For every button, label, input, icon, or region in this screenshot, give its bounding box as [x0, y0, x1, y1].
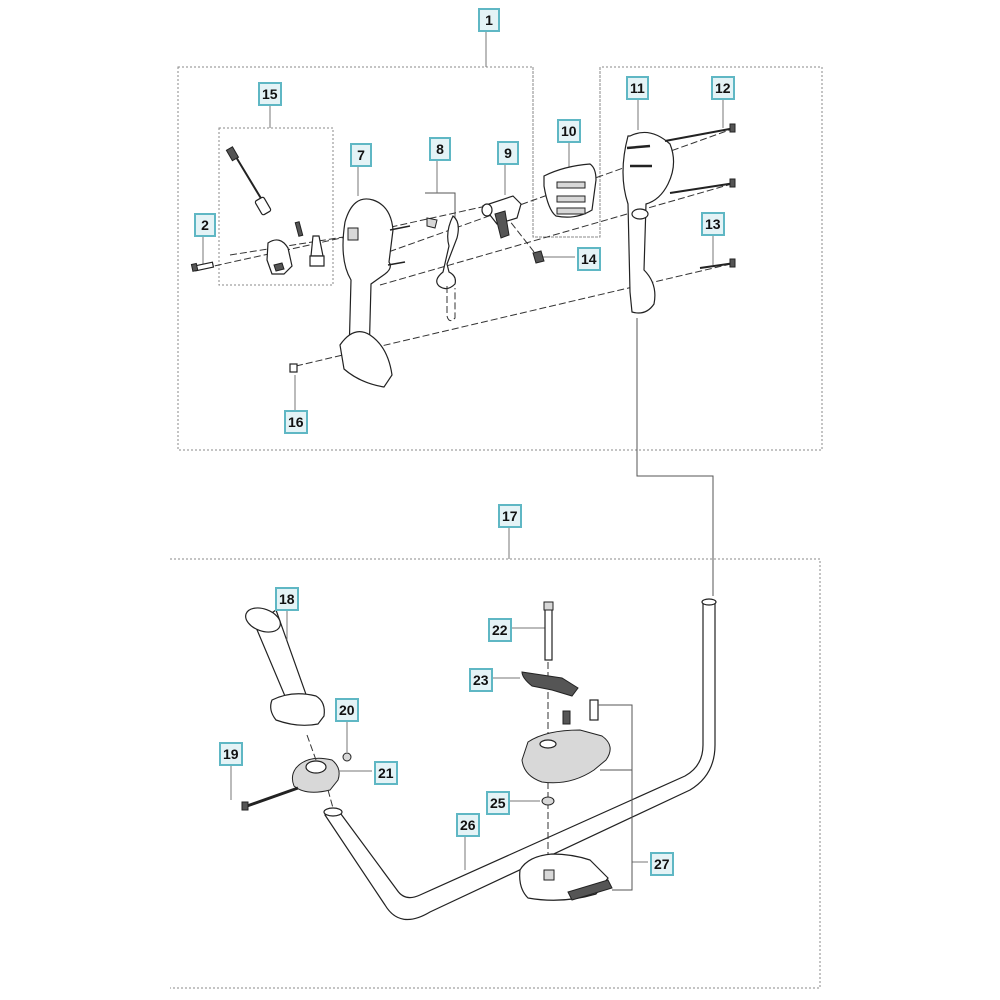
part-23-knob [521, 671, 579, 697]
callout-16[interactable]: 16 [284, 410, 308, 434]
part-27-bracket-bottom [519, 853, 613, 901]
callout-1[interactable]: 1 [478, 8, 500, 32]
part-12-screws [664, 123, 736, 194]
callout-25[interactable]: 25 [486, 791, 510, 815]
callout-14[interactable]: 14 [577, 247, 601, 271]
part-25-washer [541, 796, 555, 806]
sub-assembly-10-frame [532, 67, 601, 238]
callout-12[interactable]: 12 [711, 76, 735, 100]
part-16-nut [289, 363, 298, 373]
callout-19[interactable]: 19 [219, 742, 243, 766]
part-8-throttle-trigger [426, 215, 459, 322]
connector-line [636, 318, 714, 596]
callout-21[interactable]: 21 [374, 761, 398, 785]
callout-2[interactable]: 2 [194, 213, 216, 237]
callout-7[interactable]: 7 [350, 143, 372, 167]
callout-10[interactable]: 10 [557, 119, 581, 143]
callout-17[interactable]: 17 [498, 504, 522, 528]
callout-27[interactable]: 27 [650, 852, 674, 876]
part-9-throttle-lockout [481, 195, 522, 239]
part-11-handle-half-right [622, 131, 675, 314]
callout-22[interactable]: 22 [488, 618, 512, 642]
leader-lines-lower [230, 608, 648, 870]
part-2-screw [190, 261, 215, 272]
part-22-screw [543, 601, 554, 661]
part-21-clamp [291, 757, 340, 793]
part-19-screw [241, 786, 299, 811]
part-10-stop-switch-cover [543, 163, 597, 218]
callout-8[interactable]: 8 [429, 137, 451, 161]
callout-23[interactable]: 23 [469, 668, 493, 692]
assembly-17-frame [170, 527, 821, 989]
part-13-screw [699, 258, 736, 269]
part-15-stop-switch-kit [225, 146, 325, 275]
callout-13[interactable]: 13 [701, 212, 725, 236]
part-18-grip [245, 607, 325, 726]
callout-20[interactable]: 20 [335, 698, 359, 722]
part-20-nut [342, 752, 352, 762]
callout-26[interactable]: 26 [456, 813, 480, 837]
callout-11[interactable]: 11 [626, 76, 649, 100]
part-14-spring [532, 250, 545, 264]
part-7-handle-half-left [339, 198, 411, 388]
part-27-leader-bracket [598, 704, 633, 891]
sub-assembly-15-frame [218, 127, 334, 286]
assembly-1-frame [177, 28, 823, 451]
callout-9[interactable]: 9 [497, 141, 519, 165]
callout-15[interactable]: 15 [258, 82, 282, 106]
callout-18[interactable]: 18 [275, 587, 299, 611]
part-27-bracket-top [521, 699, 611, 784]
part-26-loop-handlebar [323, 598, 717, 921]
